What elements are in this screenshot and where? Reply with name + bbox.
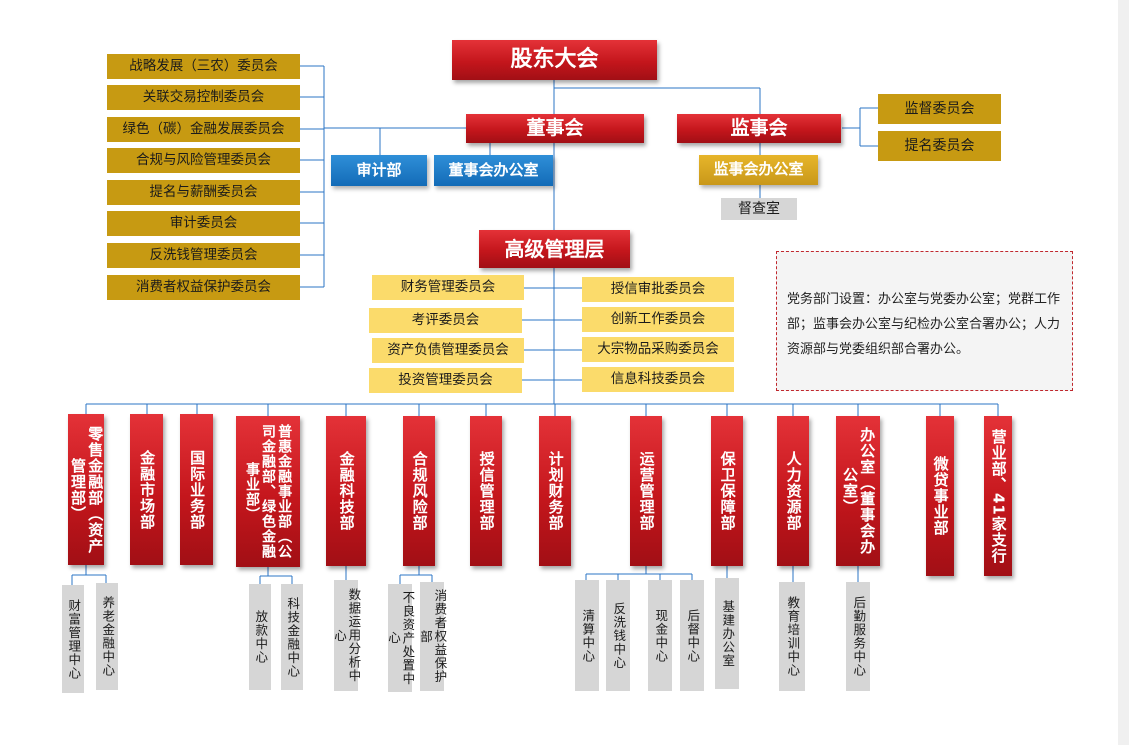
board-committee: 消费者权益保护委员会: [107, 275, 300, 300]
party-departments-note: 党务部门设置：办公室与党委办公室；党群工作部；监事会办公室与纪检办公室合署办公；…: [776, 251, 1073, 391]
department-box: 办公室（董事会办公室）: [836, 416, 880, 566]
sub-unit-box: 不良资产处置中心: [386, 584, 415, 692]
department-box: 运营管理部: [630, 416, 662, 566]
sub-unit-box: 教育培训中心: [779, 582, 805, 691]
department-box: 零售金融部（资产管理部）: [68, 414, 104, 565]
board-committee: 反洗钱管理委员会: [107, 243, 300, 268]
department-box: 普惠金融事业部（公司金融部、绿色金融事业部）: [236, 416, 300, 567]
department-box: 国际业务部: [180, 414, 213, 565]
department-box: 计划财务部: [539, 416, 571, 566]
sub-unit-box: 数据运用分析中心: [332, 580, 361, 691]
board-committee: 审计委员会: [107, 211, 300, 236]
board-office-box: 董事会办公室: [434, 155, 553, 186]
department-box: 授信管理部: [470, 416, 502, 566]
sub-unit-box: 现金中心: [648, 580, 672, 691]
audit-dept-box: 审计部: [331, 155, 427, 186]
department-box: 营业部、41家支行: [984, 416, 1012, 576]
sub-unit-box: 反洗钱中心: [606, 580, 630, 691]
department-box: 人力资源部: [777, 416, 809, 566]
supervisors-box: 监事会: [677, 114, 841, 143]
management-committee: 考评委员会: [369, 308, 522, 333]
supervisor-committee: 提名委员会: [878, 131, 1001, 161]
management-committee: 授信审批委员会: [582, 277, 734, 302]
management-committee: 信息科技委员会: [582, 367, 734, 392]
page-scrollbar[interactable]: [1118, 0, 1129, 745]
department-box: 合规风险部: [403, 416, 435, 566]
department-box: 金融科技部: [326, 416, 366, 566]
sub-unit-box: 放款中心: [249, 584, 271, 690]
department-box: 金融市场部: [130, 414, 163, 565]
board-committee: 关联交易控制委员会: [107, 85, 300, 110]
supervisor-committee: 监督委员会: [878, 94, 1001, 124]
sub-unit-box: 养老金融中心: [96, 583, 118, 690]
management-committee: 投资管理委员会: [369, 368, 522, 393]
sub-unit-box: 基建办公室: [715, 578, 739, 689]
sub-unit-box: 财富管理中心: [62, 585, 84, 693]
board-committee: 合规与风险管理委员会: [107, 148, 300, 173]
board-box: 董事会: [466, 114, 644, 143]
management-committee: 资产负债管理委员会: [372, 338, 524, 363]
sub-unit-box: 清算中心: [575, 580, 599, 691]
board-committee: 绿色（碳）金融发展委员会: [107, 117, 300, 142]
sub-unit-box: 消费者权益保护部: [418, 582, 447, 691]
department-box: 微贷事业部: [926, 416, 954, 576]
board-committee: 战略发展（三农）委员会: [107, 54, 300, 79]
sub-unit-box: 后督中心: [680, 580, 704, 691]
supervisor-office-box: 监事会办公室: [699, 155, 818, 185]
sub-unit-box: 科技金融中心: [281, 584, 303, 690]
inspection-office-box: 督查室: [721, 198, 797, 220]
board-committee: 提名与薪酬委员会: [107, 180, 300, 205]
senior-management-box: 高级管理层: [479, 230, 630, 268]
management-committee: 创新工作委员会: [582, 307, 734, 332]
management-committee: 财务管理委员会: [372, 275, 524, 300]
management-committee: 大宗物品采购委员会: [582, 337, 734, 362]
sub-unit-box: 后勤服务中心: [846, 582, 870, 691]
department-box: 保卫保障部: [711, 416, 743, 566]
shareholders-box: 股东大会: [452, 40, 657, 80]
